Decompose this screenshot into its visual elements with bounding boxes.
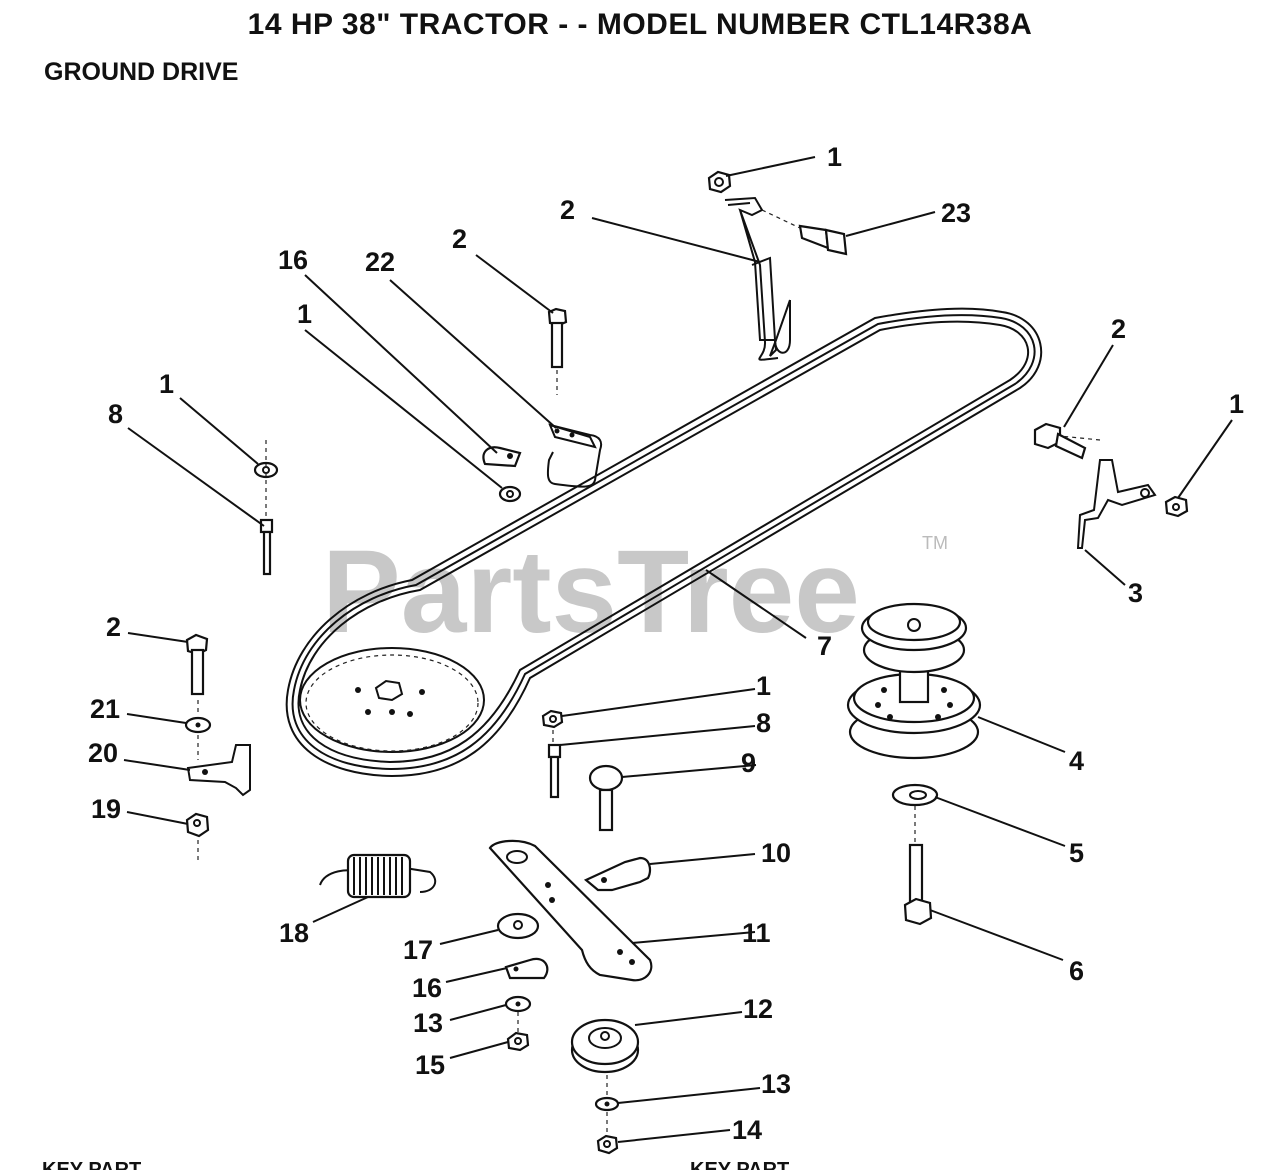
callout: 22	[365, 247, 395, 277]
callout: 21	[90, 694, 120, 724]
callout: 10	[761, 838, 791, 868]
callout: 8	[108, 399, 123, 429]
callout: 14	[732, 1115, 762, 1145]
hex-nut-center	[541, 709, 564, 729]
watermark-text: PartsTree	[322, 526, 860, 658]
shoulder-bolt-top	[761, 209, 848, 256]
callout: 16	[412, 973, 442, 1003]
callout: 18	[279, 918, 309, 948]
drive-belt	[285, 307, 1043, 778]
callout: 12	[743, 994, 773, 1024]
idler-pulley-12	[570, 1018, 640, 1074]
footer-key-part-left: KEY PART	[42, 1159, 142, 1170]
washer-13-lower	[594, 1096, 620, 1112]
bracket-3	[1076, 459, 1157, 549]
transmission-pulley	[846, 602, 982, 760]
page-title: 14 HP 38" TRACTOR - - MODEL NUMBER CTL14…	[247, 8, 1033, 41]
washer-13-left	[504, 995, 532, 1013]
watermark-trademark: TM	[922, 533, 948, 553]
nut-14	[596, 1134, 619, 1155]
assembly-guides	[197, 435, 1101, 1134]
callout: 15	[415, 1050, 445, 1080]
clip-16-lower	[504, 957, 549, 980]
callout: 1	[827, 142, 842, 172]
callout: 20	[88, 738, 118, 768]
callout: 6	[1069, 956, 1084, 986]
callout: 23	[941, 198, 971, 228]
callout-labels: 1 2 23 2 16 22 1 2 1 8 1 3 7 2 1 21 8 20…	[88, 142, 1244, 1145]
callout: 1	[1229, 389, 1244, 419]
washer-5	[891, 783, 939, 807]
bolt-lower-left	[185, 633, 209, 696]
callout: 9	[741, 748, 756, 778]
hex-nut-right	[1164, 495, 1189, 518]
callout: 13	[761, 1069, 791, 1099]
callout: 16	[278, 245, 308, 275]
callout: 1	[159, 369, 174, 399]
stud-center-8	[547, 743, 562, 799]
callout: 11	[742, 918, 771, 948]
footer-key-part-right: KEY PART	[690, 1159, 790, 1170]
callout: 2	[1111, 314, 1126, 344]
u-bracket-22	[546, 423, 603, 488]
callout: 17	[403, 935, 433, 965]
section-subtitle: GROUND DRIVE	[44, 58, 239, 86]
callout: 5	[1069, 838, 1084, 868]
hex-nut-top	[707, 170, 732, 194]
spacer-17	[496, 912, 540, 940]
callout: 1	[297, 299, 312, 329]
clip-16	[482, 446, 522, 468]
spring-18	[319, 853, 437, 899]
callout: 4	[1069, 746, 1084, 776]
callout: 2	[106, 612, 121, 642]
bolt-upper-middle	[547, 307, 568, 395]
leader-lines	[123, 156, 1233, 1143]
nut-15	[506, 1031, 530, 1052]
stud-left-8	[259, 518, 274, 576]
idler-arm-11	[488, 839, 653, 982]
bolt-right	[1033, 422, 1087, 460]
callout: 7	[817, 631, 832, 661]
belt-guide-23	[724, 196, 791, 361]
bracket-20	[186, 744, 251, 797]
callout: 2	[452, 224, 467, 254]
callout: 19	[91, 794, 121, 824]
callout: 13	[413, 1008, 443, 1038]
lock-nut-19	[185, 812, 210, 838]
engine-pulley	[299, 647, 485, 753]
bolt-6	[903, 843, 933, 926]
callout: 8	[756, 708, 771, 738]
callout: 2	[560, 195, 575, 225]
washer-21	[184, 716, 212, 734]
callout: 1	[756, 671, 771, 701]
callout: 3	[1128, 578, 1143, 608]
bracket-10	[583, 856, 651, 892]
hex-nut-left	[253, 461, 279, 479]
carriage-bolt-9	[588, 764, 624, 832]
hex-nut-mid	[498, 485, 522, 503]
